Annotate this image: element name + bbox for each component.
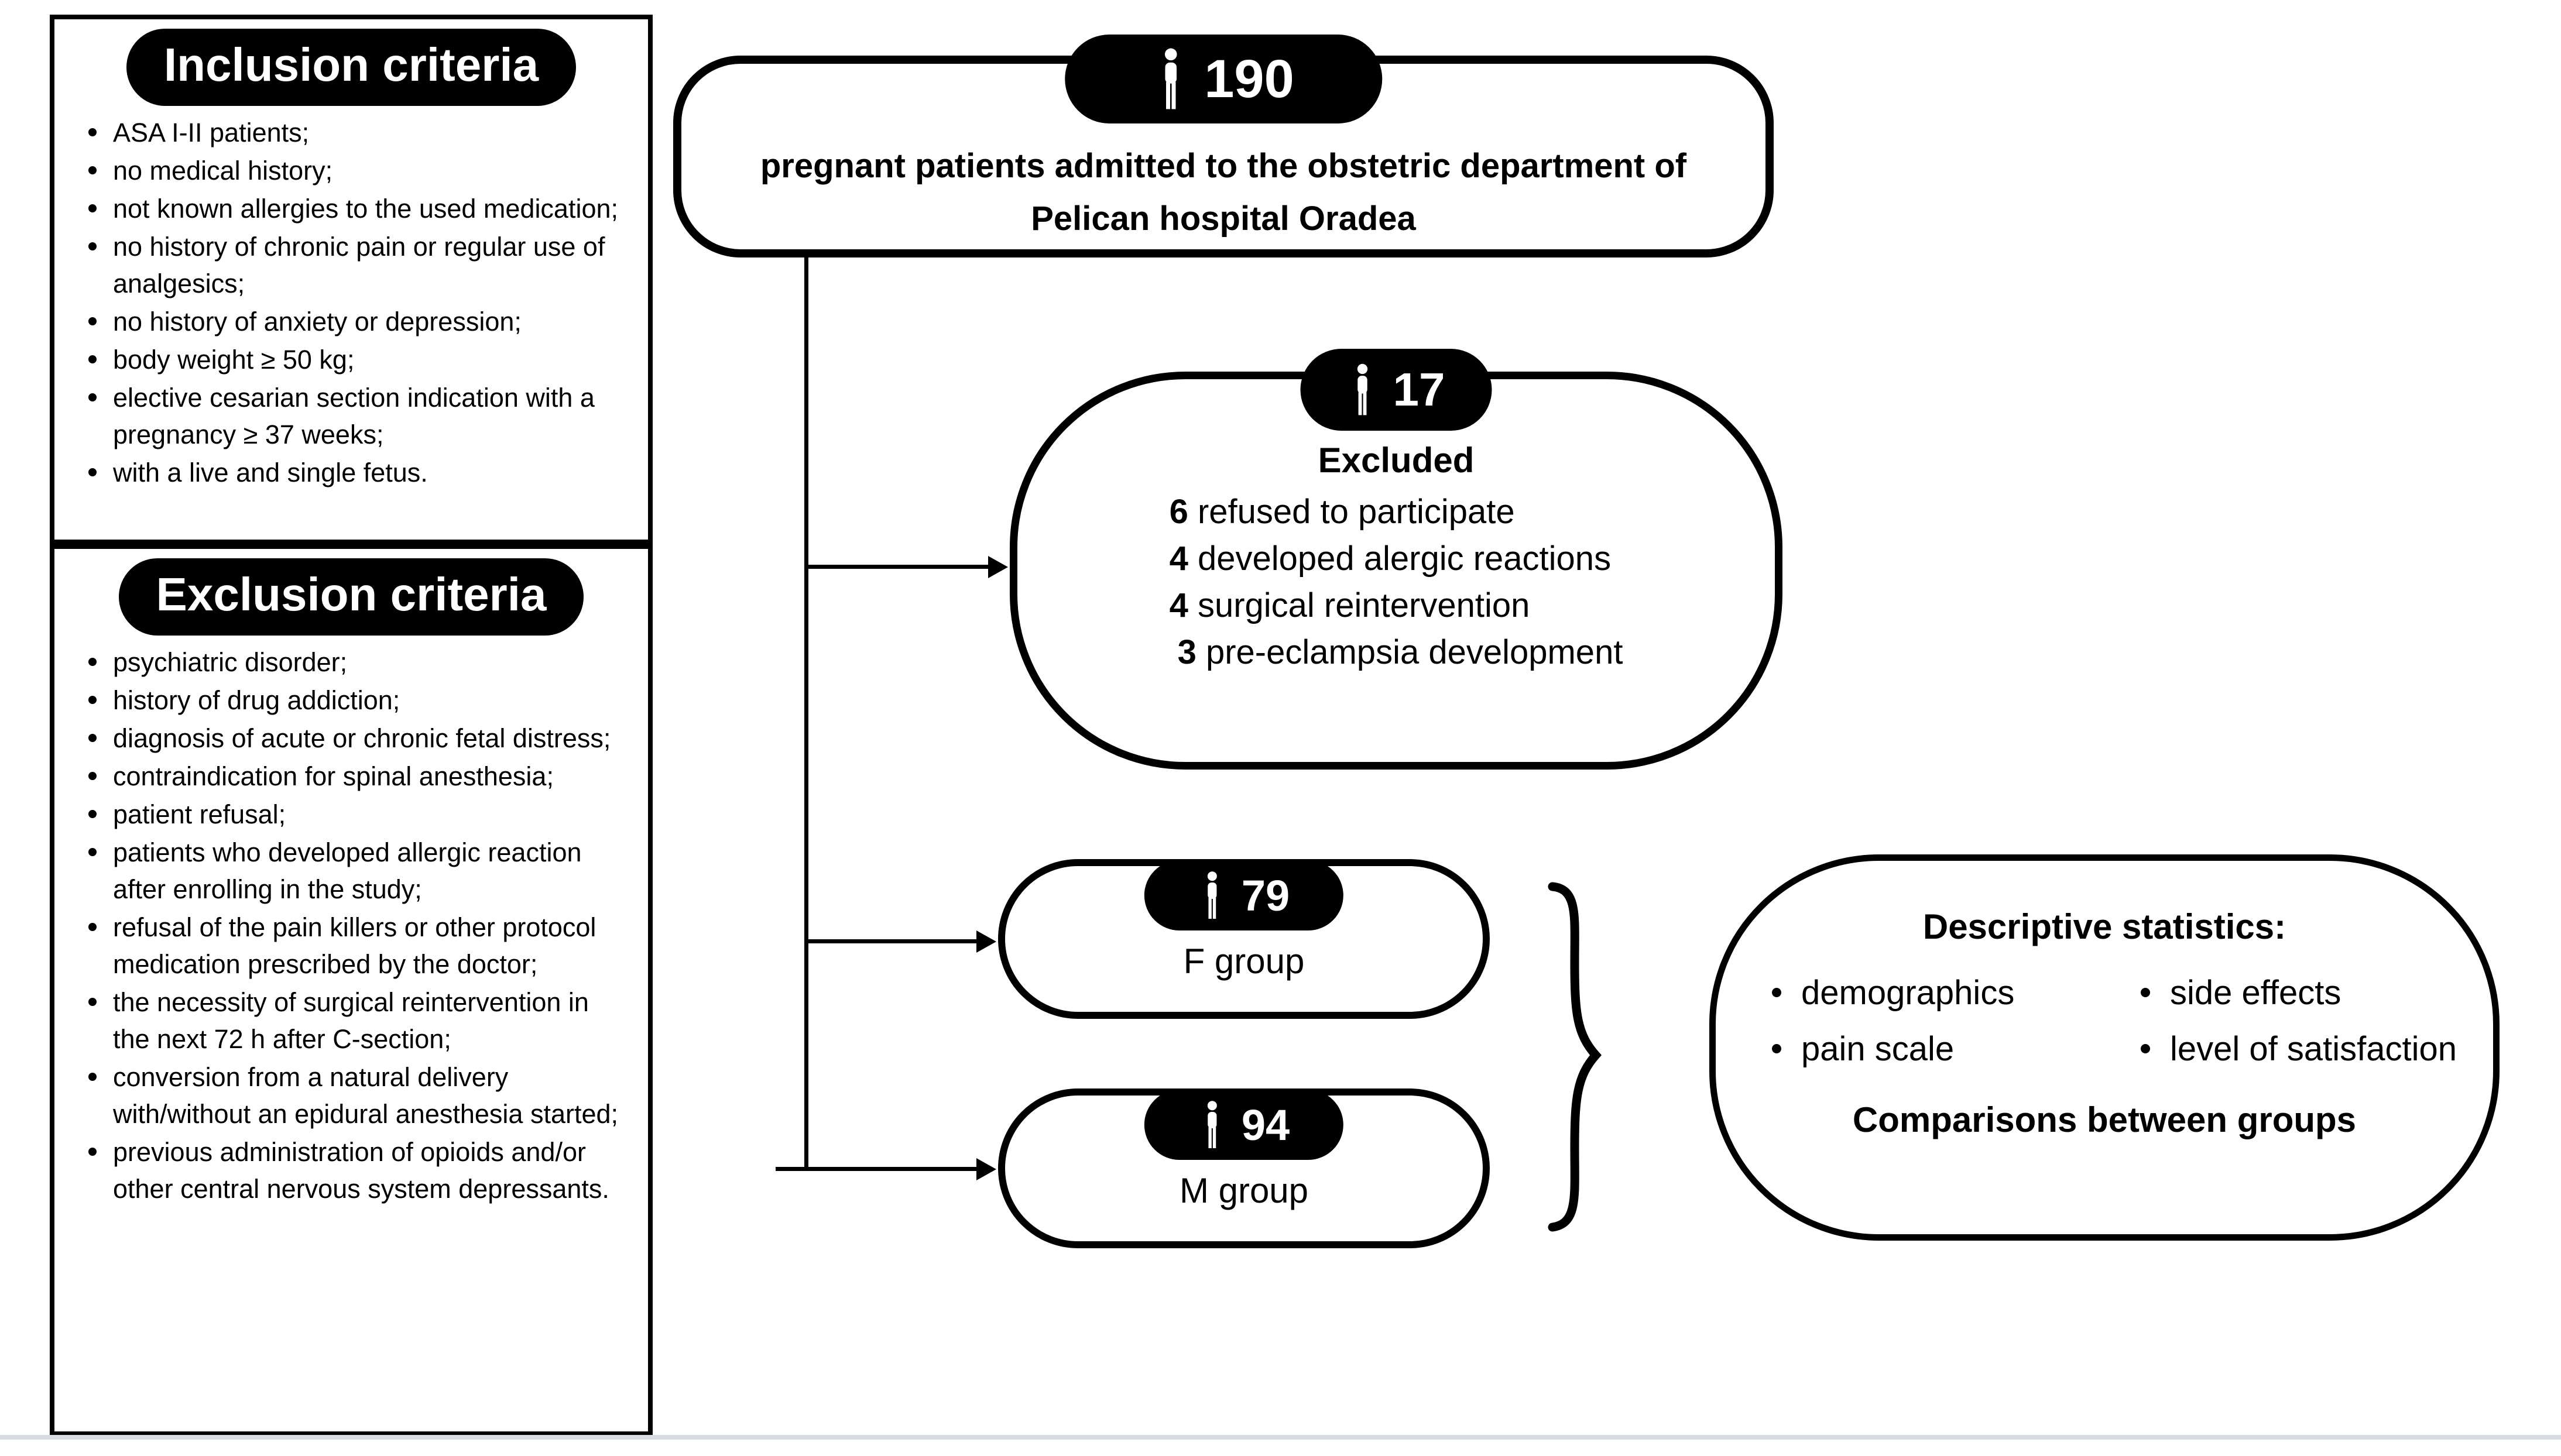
f-group-label: F group (1183, 942, 1305, 981)
list-item: not known allergies to the used medicati… (83, 190, 632, 227)
excluded-reason: 4 surgical reintervention (1169, 586, 1530, 625)
list-item: body weight ≥ 50 kg; (83, 341, 632, 378)
excluded-box: 17 Excluded 6 refused to participate 4 d… (1010, 349, 1782, 770)
connector-to-excluded (806, 565, 989, 569)
admitted-count: 190 (1204, 49, 1294, 109)
list-item: demographics (1768, 973, 2131, 1014)
excluded-title: Excluded (1318, 441, 1475, 480)
list-item: history of drug addiction; (83, 682, 632, 719)
list-item: with a live and single fetus. (83, 454, 632, 491)
person-icon (1207, 871, 1217, 919)
admitted-text: pregnant patients admitted to the obstet… (760, 147, 1687, 238)
arrow-right-icon (976, 930, 996, 953)
exclusion-criteria-box: Exclusion criteria psychiatric disorder;… (50, 544, 653, 1436)
excluded-reason: 6 refused to participate (1169, 493, 1515, 531)
list-item: diagnosis of acute or chronic fetal dist… (83, 720, 632, 757)
m-group-count-badge: 94 (1144, 1090, 1344, 1160)
list-item: elective cesarian section indication wit… (83, 379, 632, 453)
curly-brace (1548, 882, 1602, 1232)
analysis-title: Descriptive statistics: (1922, 907, 2286, 946)
excluded-count-badge: 17 (1300, 349, 1492, 431)
inclusion-criteria-box: Inclusion criteria ASA I-II patients; no… (50, 15, 653, 544)
list-item: conversion from a natural delivery with/… (83, 1059, 632, 1132)
analysis-bullet-list: demographics side effects pain scale lev… (1768, 973, 2493, 1069)
arrow-right-icon (988, 556, 1008, 578)
exclusion-criteria-list: psychiatric disorder; history of drug ad… (54, 644, 648, 1207)
list-item: pain scale (1768, 1029, 2131, 1070)
inclusion-criteria-title: Inclusion criteria (126, 29, 577, 106)
excluded-reason: 4 developed alergic reactions (1169, 540, 1612, 578)
list-item: contraindication for spinal anesthesia; (83, 758, 632, 795)
list-item: no history of chronic pain or regular us… (83, 228, 632, 302)
excluded-reason: 3 pre-eclampsia development (1177, 633, 1623, 672)
list-item: the necessity of surgical reintervention… (83, 984, 632, 1057)
list-item: side effects (2137, 973, 2493, 1014)
list-item: patient refusal; (83, 796, 632, 833)
list-item: psychiatric disorder; (83, 644, 632, 681)
list-item: patients who developed allergic reaction… (83, 834, 632, 908)
connector-to-f-group (806, 939, 977, 943)
m-group-count: 94 (1241, 1100, 1290, 1149)
list-item: previous administration of opioids and/o… (83, 1134, 632, 1207)
connector-to-m-group (776, 1167, 977, 1171)
m-group-label: M group (1179, 1171, 1309, 1210)
person-icon (1164, 48, 1177, 109)
person-icon (1207, 1101, 1217, 1148)
f-group-count-badge: 79 (1144, 860, 1344, 930)
list-item: level of satisfaction (2137, 1029, 2493, 1070)
list-item: ASA I-II patients; (83, 114, 632, 151)
f-group-box: 79 F group (998, 859, 1490, 1019)
connector-trunk-line (804, 256, 808, 1170)
person-icon (1357, 363, 1368, 415)
analysis-bubble: Descriptive statistics: demographics sid… (1709, 854, 2500, 1241)
list-item: no medical history; (83, 152, 632, 189)
exclusion-criteria-title: Exclusion criteria (118, 558, 584, 636)
excluded-reasons-list: 6 refused to participate 4 developed ale… (1170, 489, 1623, 676)
arrow-right-icon (976, 1158, 996, 1180)
admitted-count-badge: 190 (1065, 35, 1382, 123)
m-group-box: 94 M group (998, 1088, 1490, 1248)
bottom-divider (0, 1435, 2561, 1440)
list-item: refusal of the pain killers or other pro… (83, 909, 632, 983)
inclusion-criteria-list: ASA I-II patients; no medical history; n… (54, 114, 648, 491)
analysis-footer: Comparisons between groups (1852, 1100, 2357, 1140)
excluded-count: 17 (1393, 363, 1445, 415)
f-group-count: 79 (1241, 871, 1290, 920)
list-item: no history of anxiety or depression; (83, 303, 632, 340)
admitted-patients-box: 190 pregnant patients admitted to the ob… (673, 35, 1774, 257)
